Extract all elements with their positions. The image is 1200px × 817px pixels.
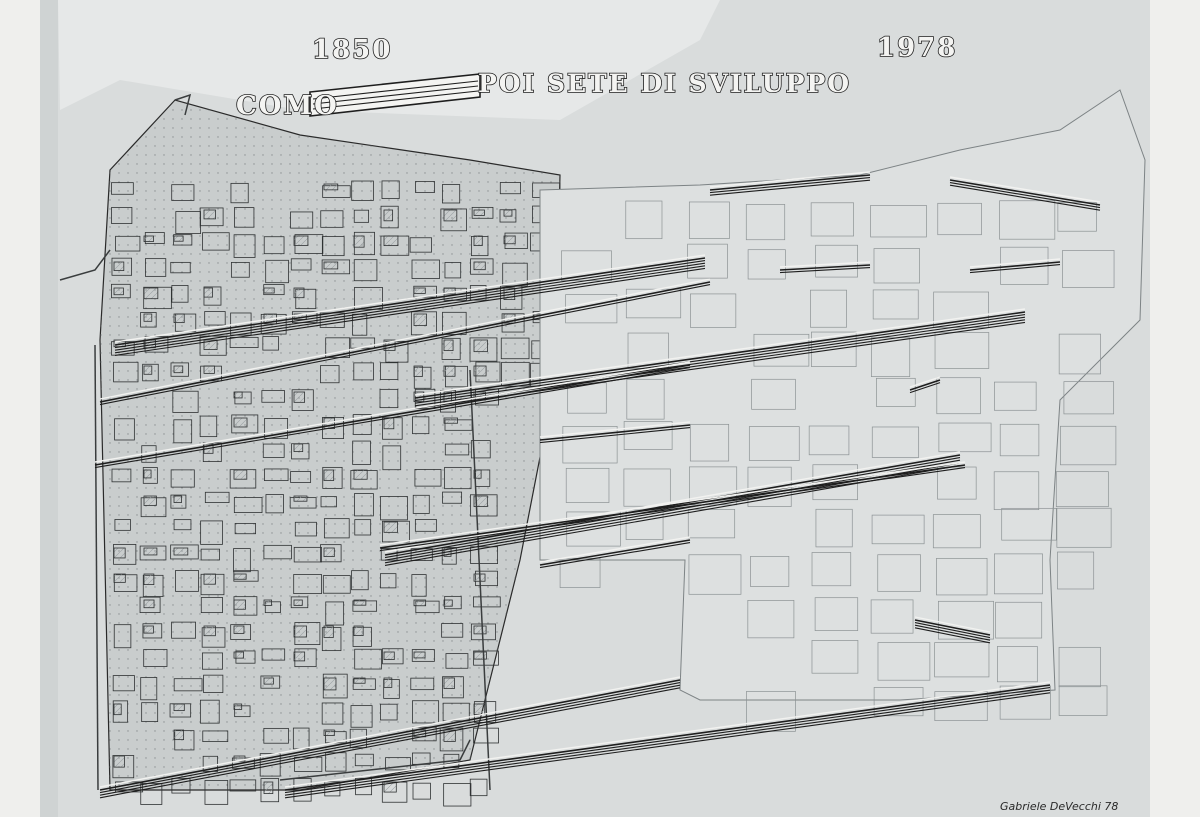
caption-label: POI SETE DI SVILUPPO: [478, 69, 851, 98]
development-bars: [94, 171, 1101, 799]
city-walls: [59, 93, 491, 791]
year-1850-label: 1850: [312, 35, 392, 65]
artist-signature: Gabriele DeVecchi 78: [1000, 800, 1118, 813]
modern-expansion-1978: [539, 89, 1146, 732]
year-1978-label: 1978: [877, 33, 957, 63]
title-bar-graphic: [309, 73, 481, 117]
lake-area: [58, 0, 720, 120]
city-name-label: COMO: [236, 91, 339, 121]
